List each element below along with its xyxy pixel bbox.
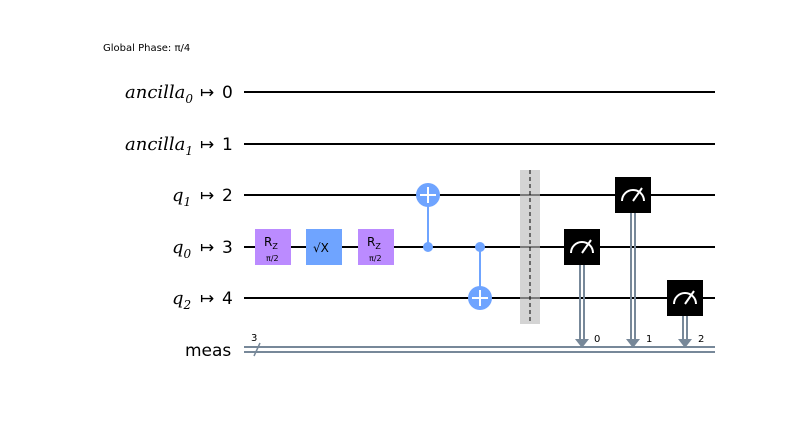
gate-label: R [264, 235, 272, 249]
gate-param: π/2 [369, 254, 382, 263]
wire-label-q1: q1 ↦ 2 [172, 185, 233, 209]
cx-gate-1 [416, 183, 440, 252]
gate-label: R [367, 235, 375, 249]
rz-gate-1: RZ π/2 [255, 229, 291, 265]
wire-label-q0: q0 ↦ 3 [172, 237, 233, 261]
wire-index: 3 [222, 238, 233, 258]
wire-label-ancilla0: ancilla0 ↦ 0 [125, 82, 233, 106]
cx-control-dot [475, 242, 485, 252]
measure-gate-q2 [667, 280, 703, 348]
wire-index: 2 [222, 186, 233, 206]
measure-bit-label-1: 1 [646, 334, 652, 345]
wire-arrow: ↦ [200, 289, 214, 309]
measure-gate-q1 [615, 177, 651, 348]
gate-label-sub: Z [375, 242, 381, 251]
wire-index: 4 [222, 289, 233, 309]
wire-arrow: ↦ [200, 238, 214, 258]
wire-name: ancilla [125, 134, 185, 155]
svg-text:RZ: RZ [264, 235, 278, 251]
svg-text:ancilla1: ancilla1 [125, 134, 193, 158]
wire-name: ancilla [125, 82, 185, 103]
wire-subscript: 2 [183, 298, 192, 312]
wire-subscript: 1 [185, 144, 193, 158]
classical-register-label: meas [185, 341, 231, 361]
svg-text:RZ: RZ [367, 235, 381, 251]
gate-label: √X [313, 241, 329, 255]
barrier [520, 170, 540, 324]
cx-gate-2 [468, 242, 492, 310]
wire-index: 1 [222, 135, 233, 155]
svg-text:q1: q1 [172, 185, 191, 209]
wire-name: q [172, 288, 184, 309]
wire-name: q [172, 185, 184, 206]
wire-name: q [172, 237, 184, 258]
wire-arrow: ↦ [200, 135, 214, 155]
measure-gate-q0 [564, 229, 600, 348]
wire-label-ancilla1: ancilla1 ↦ 1 [125, 134, 233, 158]
rz-gate-2: RZ π/2 [358, 229, 394, 265]
measure-bit-label-0: 0 [594, 334, 600, 345]
svg-text:q2: q2 [172, 288, 191, 312]
wire-arrow: ↦ [200, 83, 214, 103]
wire-subscript: 0 [184, 247, 192, 261]
gate-param: π/2 [266, 254, 279, 263]
global-phase-label: Global Phase: π/4 [103, 43, 190, 54]
measure-bit-label-2: 2 [698, 334, 704, 345]
wire-arrow: ↦ [200, 186, 214, 206]
cx-control-dot [423, 242, 433, 252]
svg-text:ancilla0: ancilla0 [125, 82, 193, 106]
wire-label-q2: q2 ↦ 4 [172, 288, 233, 312]
wire-subscript: 0 [185, 92, 193, 106]
wire-subscript: 1 [184, 195, 192, 209]
wire-index: 0 [222, 83, 233, 103]
sx-gate: √X [306, 229, 342, 265]
svg-text:q0: q0 [172, 237, 192, 261]
classical-slash [253, 342, 261, 357]
gate-label-sub: Z [272, 242, 278, 251]
classical-width-label: 3 [251, 333, 257, 344]
classical-wire [244, 342, 715, 357]
